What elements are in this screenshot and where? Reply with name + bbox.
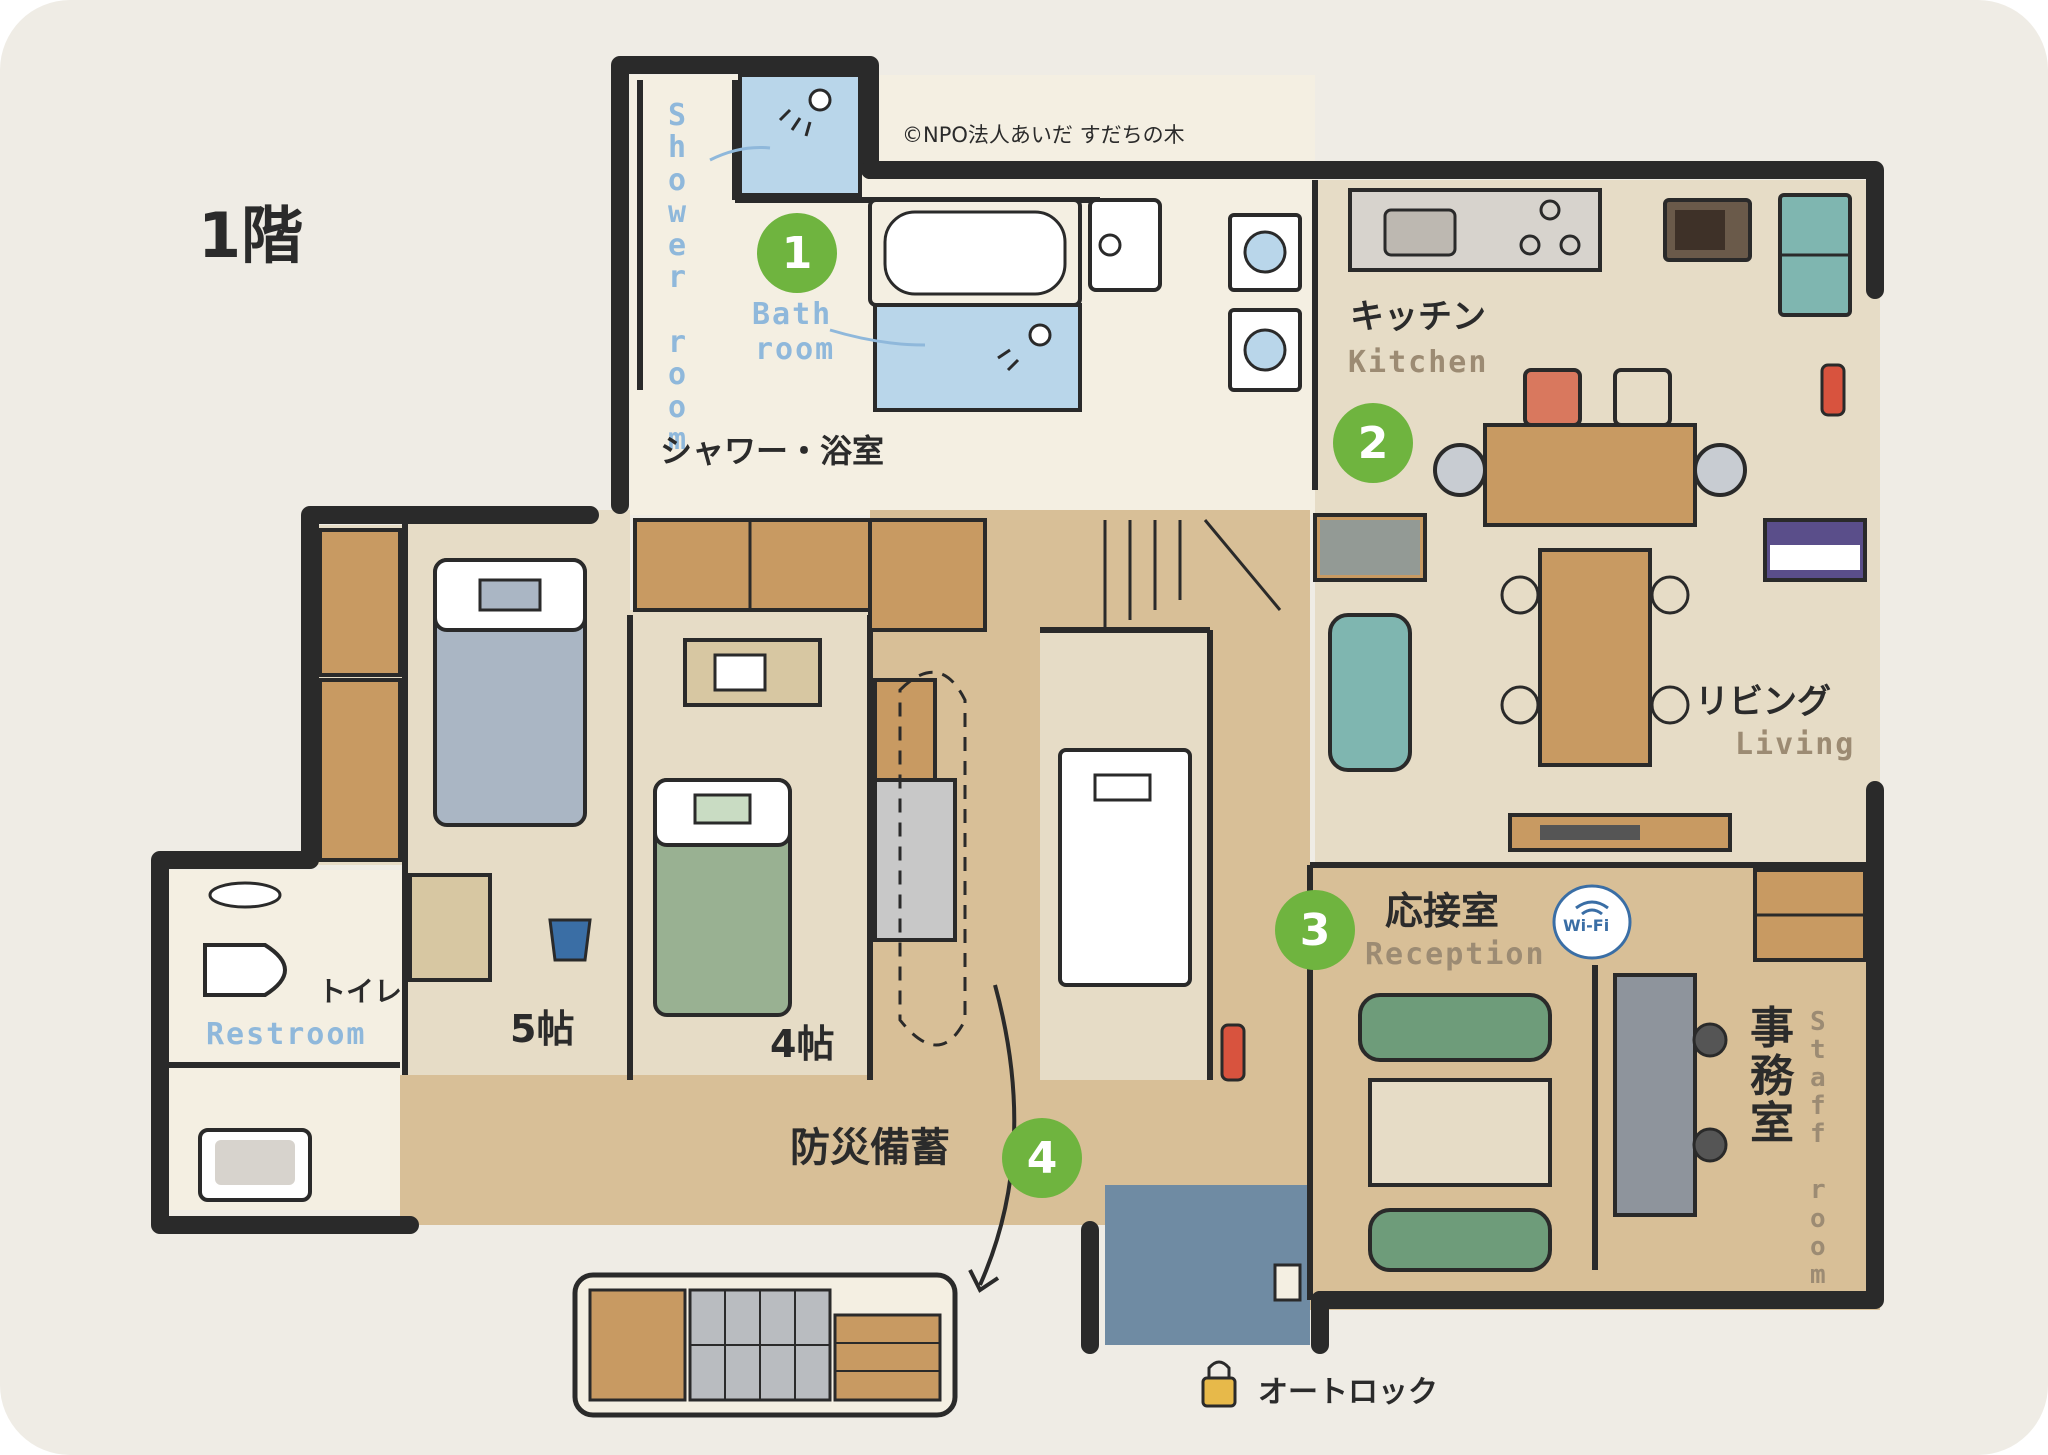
kitchen-passage xyxy=(873,778,957,942)
restroom-en-label: Restroom xyxy=(206,1017,367,1052)
coffee-table xyxy=(1368,1078,1552,1187)
badge-1: 1 xyxy=(757,213,837,293)
office-chair xyxy=(1692,1022,1728,1058)
shower-room xyxy=(709,73,1302,412)
dining-chair xyxy=(1523,368,1582,427)
sink-icon xyxy=(1383,208,1457,257)
storage-inset xyxy=(572,984,1017,1418)
pen-holder-icon xyxy=(1273,1263,1302,1302)
restroom xyxy=(198,881,312,1202)
desk xyxy=(408,873,492,982)
entrance-jp-label: オートロック xyxy=(1258,1375,1438,1410)
dining-chair xyxy=(1613,368,1672,427)
book-icon xyxy=(713,653,767,692)
restroom-jp-label: トイレ xyxy=(318,975,403,1008)
long-table xyxy=(1538,548,1652,767)
wall-cabinet xyxy=(868,518,987,632)
dashed-path xyxy=(898,670,967,1047)
walls xyxy=(151,56,1884,1354)
kitchen xyxy=(1348,188,1852,417)
fire-extinguisher-icon xyxy=(1220,1023,1246,1082)
wifi-label: Wi-Fi xyxy=(1563,916,1610,935)
bed xyxy=(1058,748,1192,987)
dining-chair xyxy=(1433,443,1487,497)
dining-area xyxy=(1313,368,1867,852)
bath-room-en-label-line2: room xyxy=(755,332,836,367)
badge-3: 3 xyxy=(1275,890,1355,970)
fire-extinguisher-icon xyxy=(1820,363,1846,417)
shower-stall xyxy=(738,73,862,197)
storage-drawers xyxy=(833,1313,942,1402)
bath-room-en-label-line1: Bath xyxy=(752,297,833,332)
tall-cabinet xyxy=(318,678,402,862)
bath-room-jp-label: シャワー・浴室 xyxy=(660,432,885,470)
kitchen-jp-label: キッチン xyxy=(1350,297,1486,337)
bedroom-4-label: 4帖 xyxy=(770,1022,835,1066)
toilet-tank-icon xyxy=(208,881,282,909)
dining-chair xyxy=(1693,443,1747,497)
living-en-label: Living xyxy=(1735,727,1856,762)
shower-head-icon xyxy=(808,88,832,112)
storage-jp-label: 防災備蓄 xyxy=(790,1125,950,1171)
dining-table xyxy=(1483,423,1697,527)
reception-jp-label: 応接室 xyxy=(1385,889,1500,933)
sofa xyxy=(1358,993,1552,1062)
bedroom-5-label: 5帖 xyxy=(510,1007,575,1051)
reception-room xyxy=(1273,868,1867,1302)
kitchen-en-label: Kitchen xyxy=(1348,345,1489,380)
staff-desk xyxy=(1613,973,1697,1217)
bath-wash-area xyxy=(873,303,1082,412)
shower-arrow-icon xyxy=(709,146,771,162)
wash-basin xyxy=(1088,198,1162,292)
bath-shower-head-icon xyxy=(1028,323,1052,347)
bedroom-4 xyxy=(653,638,822,1017)
staff-room-jp-label: 事務室 xyxy=(1750,1003,1794,1150)
floor-title: 1階 xyxy=(198,199,304,272)
wall-cabinet xyxy=(633,518,872,612)
sofa xyxy=(1368,1208,1552,1272)
tall-cabinet xyxy=(318,528,402,677)
corridor-items xyxy=(873,519,1282,1082)
office-chair xyxy=(1692,1127,1728,1163)
stairs-icon xyxy=(1103,519,1282,630)
badge-4: 4 xyxy=(1002,1118,1082,1198)
bag-icon xyxy=(548,918,592,962)
reception-en-label: Reception xyxy=(1365,937,1546,972)
copyright: ©NPO法人あいだ すだちの木 xyxy=(902,123,1185,147)
lock-icon xyxy=(1201,1360,1237,1408)
bath-arrow-icon xyxy=(829,328,926,347)
living-jp-label: リビング xyxy=(1695,682,1831,722)
wifi-bubble xyxy=(1552,884,1632,960)
cabinet xyxy=(873,678,937,782)
left-cabinets xyxy=(318,518,987,862)
wifi-icon xyxy=(1575,900,1609,916)
storage-bookshelf xyxy=(588,1288,687,1402)
hall-floor-right xyxy=(1200,630,1310,1080)
toilet-icon xyxy=(203,943,287,997)
sofa xyxy=(1328,613,1412,772)
bedroom-5 xyxy=(408,558,592,982)
badge-2: 2 xyxy=(1333,403,1413,483)
stove-burner-icon xyxy=(1539,199,1561,221)
